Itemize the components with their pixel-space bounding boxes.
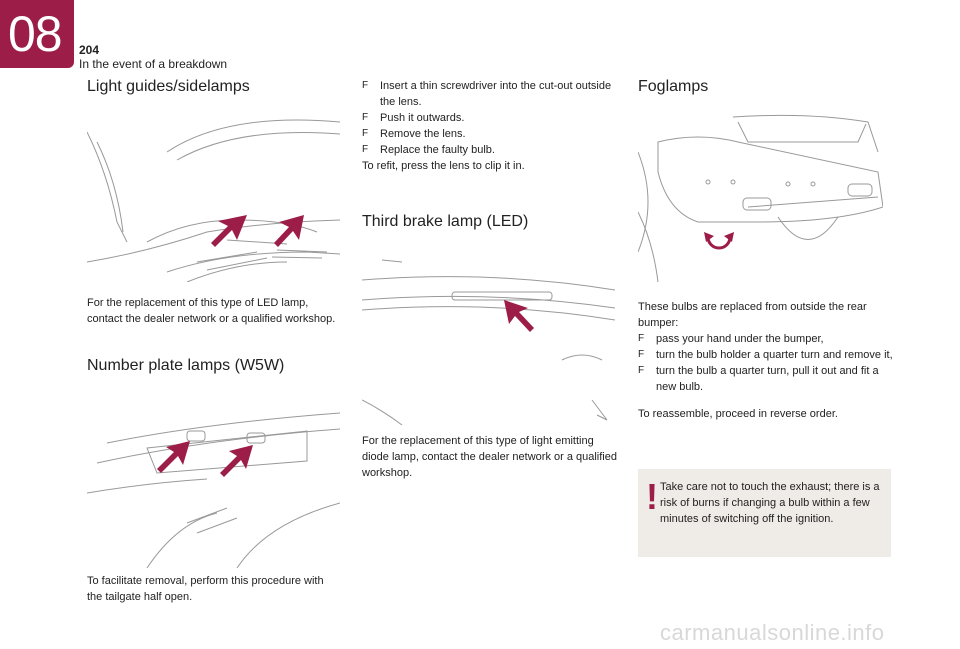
chapter-tab: 08 [0,0,74,68]
light-guides-illustration [87,112,340,282]
third-brake-heading: Third brake lamp (LED) [362,213,529,230]
light-guides-text: For the replacement of this type of LED … [87,297,336,325]
page-number: 204 [79,43,100,57]
third-brake-text: For the replacement of this type of ligh… [362,435,617,479]
light-guides-heading: Light guides/sidelamps [87,78,250,95]
foglamps-intro: These bulbs are replaced from outside th… [638,301,867,329]
warning-box: ! Take care not to touch the exhaust; th… [638,469,891,557]
warning-icon: ! [646,476,658,517]
warning-text: Take care not to touch the exhaust; ther… [660,481,880,525]
foglamps-heading: Foglamps [638,78,709,95]
number-plate-heading: Number plate lamps (W5W) [87,357,285,374]
foglamps-outro: To reassemble, proceed in reverse order. [638,408,838,420]
chapter-title: In the event of a breakdown [79,57,228,71]
refit-text: To refit, press the lens to clip it in. [362,160,525,172]
chapter-number: 08 [8,6,63,62]
watermark: carmanualsonline.info [660,620,885,645]
number-plate-illustration [87,403,340,568]
foglamps-illustration [638,112,883,282]
number-plate-text: To facilitate removal, perform this proc… [87,575,324,603]
third-brake-illustration [362,250,615,425]
